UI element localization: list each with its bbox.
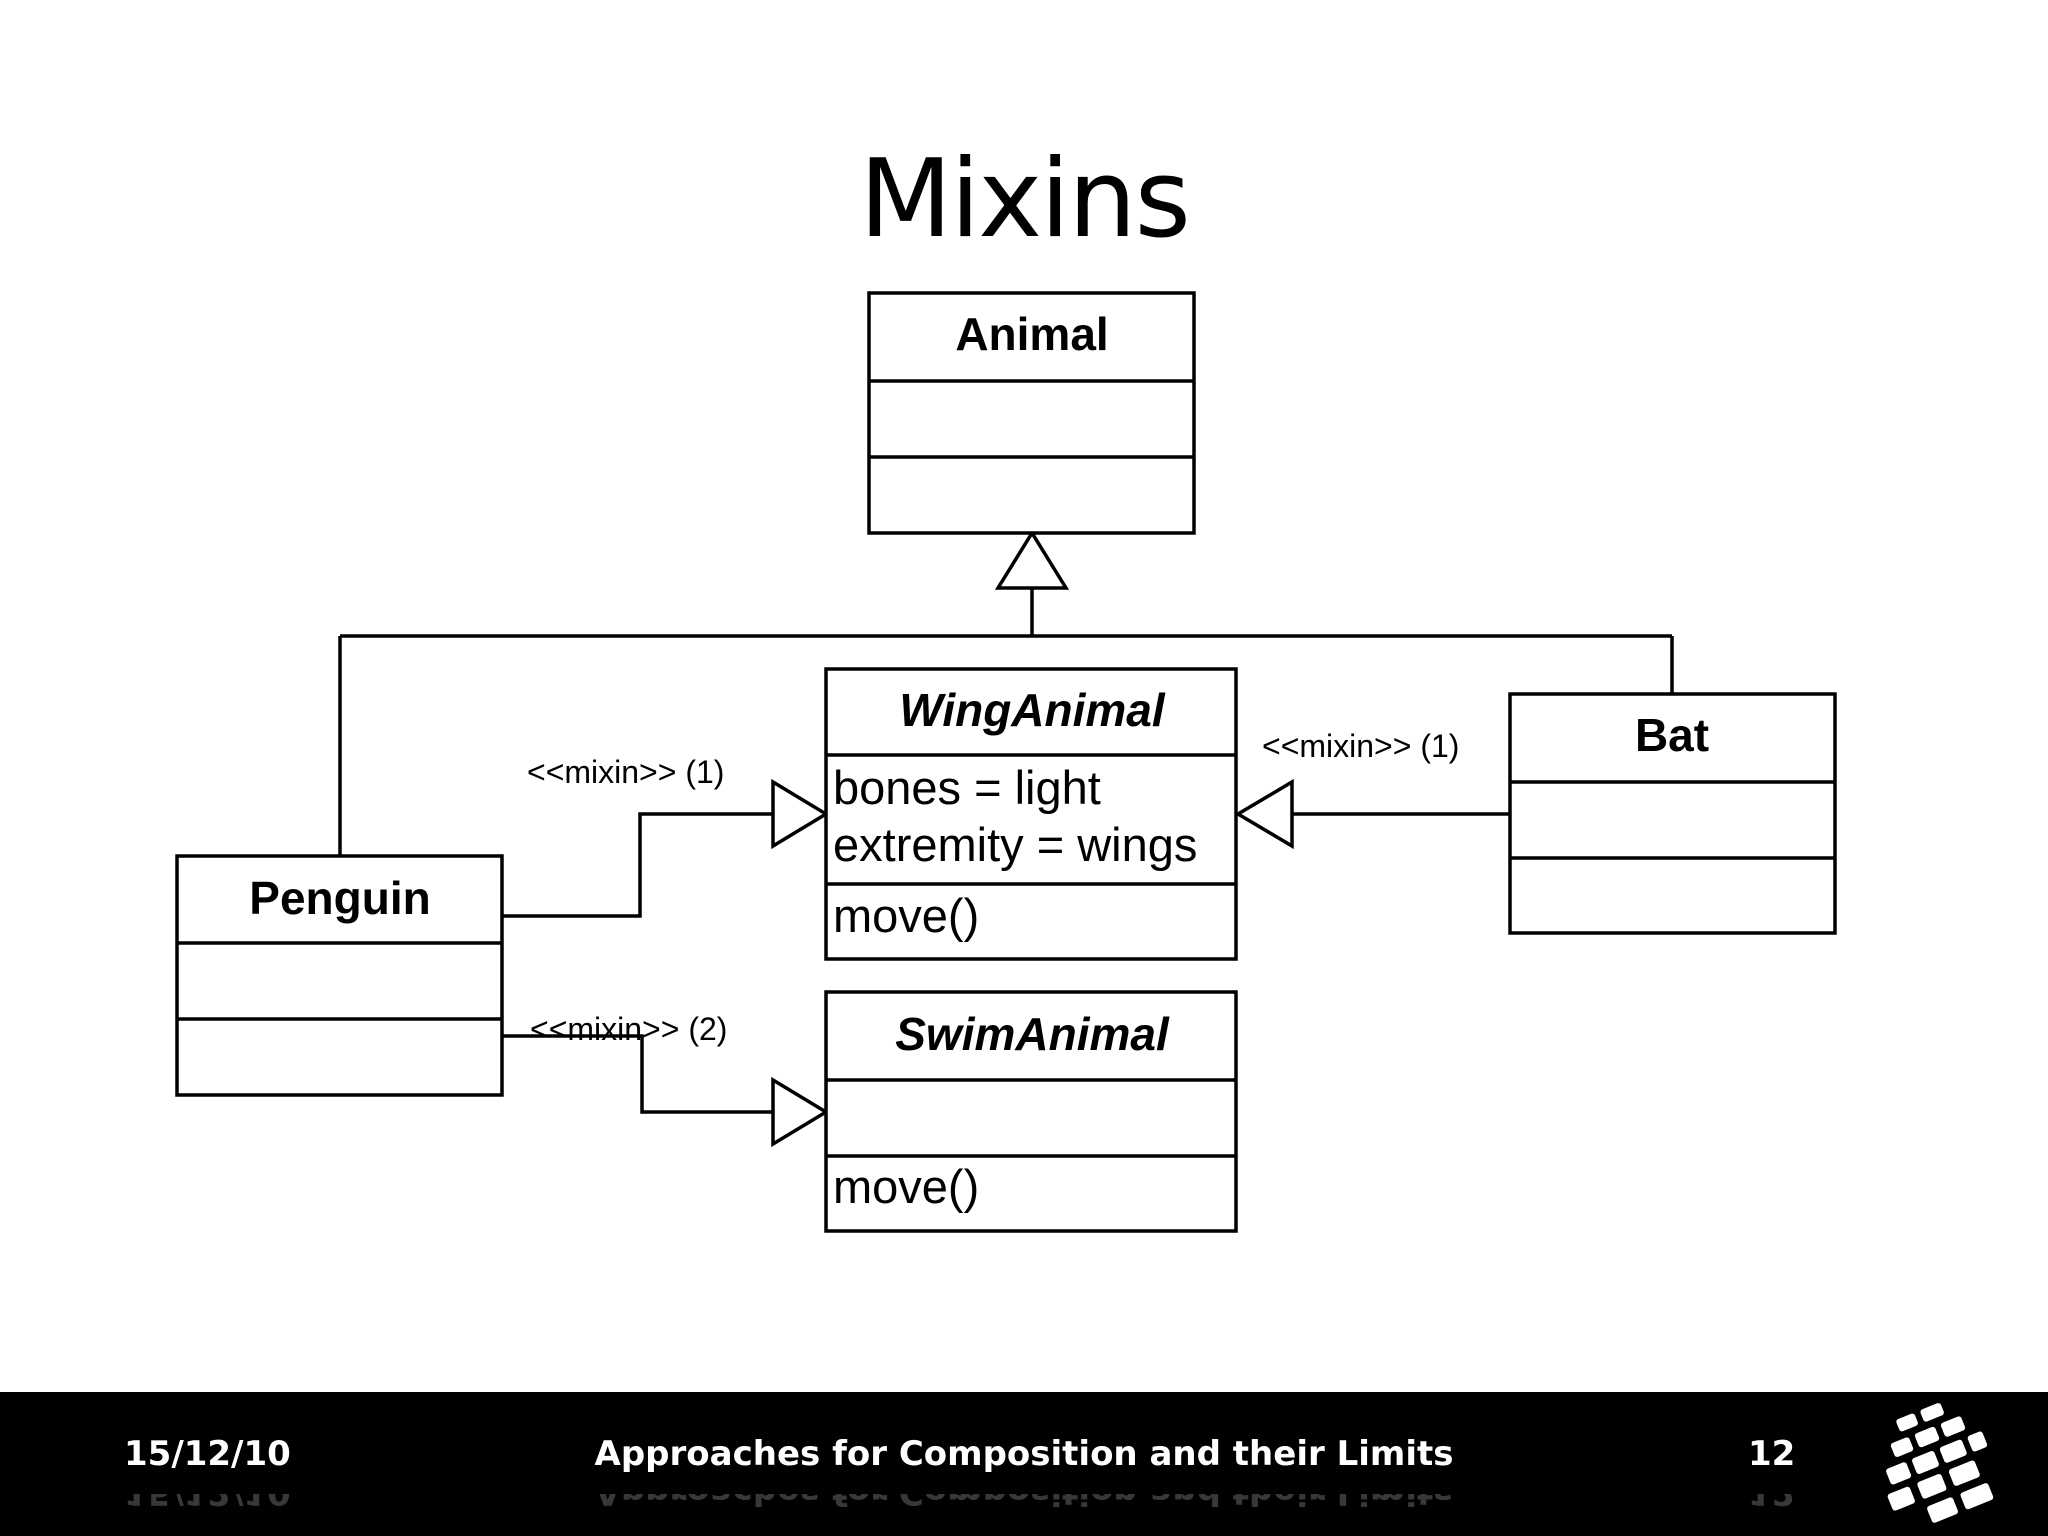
generalization-arrow-penguin-wing	[771, 778, 830, 850]
class-name-penguin: Penguin	[249, 872, 430, 924]
footer-page-number: 12	[1748, 1434, 1796, 1474]
class-animal	[867, 291, 1196, 535]
uml-class-diagram: Animal WingAnimal SwimAnimal Penguin Bat…	[175, 291, 1837, 1233]
edge-penguin-wing	[503, 812, 773, 918]
class-penguin	[175, 854, 504, 1097]
class-name-wing-animal: WingAnimal	[899, 684, 1166, 736]
wing-animal-attribute: bones = light	[833, 761, 1101, 814]
generalization-arrow-bat-wing	[1234, 778, 1294, 850]
generalization-arrow-penguin-swim	[771, 1076, 830, 1148]
footer-page-reflection: 12	[1748, 1472, 1796, 1512]
wing-animal-attribute: extremity = wings	[833, 818, 1197, 871]
edge-penguin-swim	[503, 1034, 773, 1114]
class-name-bat: Bat	[1635, 709, 1709, 761]
mixin-label-penguin-wing: <<mixin>> (1)	[527, 754, 724, 790]
class-name-animal: Animal	[955, 308, 1108, 360]
generalization-arrow-animal	[994, 529, 1070, 590]
footer-title: Approaches for Composition and their Lim…	[594, 1434, 1454, 1474]
class-wing-animal	[824, 667, 1238, 961]
footer-date: 15/12/10	[124, 1434, 291, 1474]
mixin-label-penguin-swim: <<mixin>> (2)	[530, 1011, 727, 1047]
slide-title: Mixins	[859, 137, 1191, 262]
mixin-label-bat-wing: <<mixin>> (1)	[1262, 728, 1459, 764]
swim-animal-method: move()	[833, 1160, 979, 1213]
institution-logo-icon	[1886, 1403, 1994, 1523]
footer-title-reflection: Approaches for Composition and their Lim…	[594, 1472, 1454, 1512]
wing-animal-method: move()	[833, 889, 979, 942]
class-bat	[1508, 692, 1837, 935]
class-name-swim-animal: SwimAnimal	[895, 1008, 1170, 1060]
class-swim-animal	[824, 990, 1238, 1233]
footer: 15/12/10 Approaches for Composition and …	[0, 1392, 2048, 1536]
